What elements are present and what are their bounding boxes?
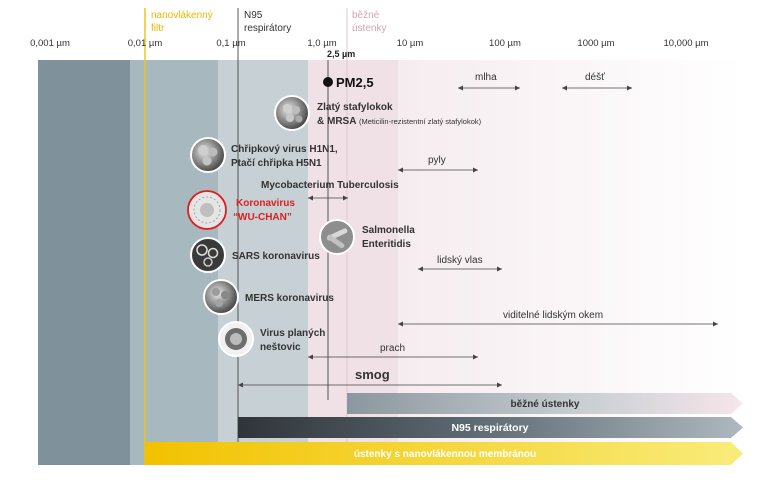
vlas-label: lidský vlas [437, 255, 483, 266]
common-label-line1: běžné [352, 10, 380, 21]
influenza-label-line2: Ptačí chřipka H5N1 [231, 158, 322, 169]
staphylococcus-label-group: & MRSA [317, 116, 356, 127]
range-arrowheads [238, 85, 718, 388]
n95-bar [238, 417, 743, 438]
scale-tick-label: 0,01 µm [128, 38, 163, 49]
coronavirus-icon [187, 190, 227, 230]
mers-label: MERS koronavirus [245, 293, 334, 304]
nanofiber-bar [145, 442, 743, 465]
influenza-virus-icon [190, 137, 226, 173]
salmonella-icon [319, 219, 355, 255]
smog-label: smog [355, 367, 390, 382]
chickenpox-label-line2: neštovic [260, 342, 301, 353]
scale-tick-label: 0,001 µm [30, 38, 70, 49]
size-scale: 0,001 µm 0,01 µm 0,1 µm 1,0 µm 10 µm 100 µm 10… [30, 38, 709, 49]
salmonella-label-line1: Salmonella [362, 225, 415, 236]
n95-bar-label: N95 respirátory [451, 422, 528, 434]
coronavirus-label-line1: Koronavirus [236, 198, 295, 209]
mers-virus-icon [203, 279, 239, 315]
nanofiber-bar-label: ústenky s nanovlákennou membránou [354, 449, 536, 460]
nanofiber-label-line1: nanovlákenný [151, 10, 213, 21]
tb-label: Mycobacterium Tuberculosis [261, 180, 399, 191]
dest-label: déšť [585, 72, 605, 83]
oko-label: viditelné lidským okem [503, 310, 603, 321]
chickenpox-virus-icon [218, 321, 254, 357]
chickenpox-label-line1: Virus planých [260, 328, 325, 339]
nanofiber-label-line2: filtr [151, 23, 165, 34]
scale-tick-label: 1,0 µm [307, 38, 336, 49]
pm25-label: PM2,5 [336, 75, 374, 90]
pm25-dot [323, 77, 333, 87]
pyly-label: pyly [428, 155, 446, 166]
pm25-size-label: 2,5 µm [327, 49, 355, 59]
scale-tick-label: 100 µm [489, 38, 521, 49]
mlha-label: mlha [475, 72, 497, 83]
common-label-line2: ústenky [352, 23, 386, 34]
prach-label: prach [380, 343, 405, 354]
zone-0001 [38, 60, 130, 465]
common-masks-bar-label: běžné ústenky [511, 399, 580, 410]
staphylococcus-label-line1: Zlatý stafylokok [317, 102, 393, 113]
sars-label: SARS koronavirus [232, 251, 320, 262]
scale-tick-label: 10,000 µm [663, 38, 708, 49]
n95-label-line1: N95 [244, 10, 263, 21]
influenza-label-line1: Chřipkový virus H1N1, [231, 144, 338, 155]
staphylococcus-note: (Meticilin-rezistentní zlatý stafylokok) [359, 117, 482, 126]
scale-tick-label: 1000 µm [577, 38, 614, 49]
scale-tick-label: 0,1 µm [216, 38, 245, 49]
sars-virus-icon [190, 237, 226, 273]
scale-tick-label: 10 µm [397, 38, 424, 49]
coronavirus-label-line2: “WU-CHAN” [233, 212, 292, 223]
staphylococcus-icon [274, 95, 310, 131]
salmonella-label-line2: Enteritidis [362, 239, 411, 250]
staphylococcus-label-line2: & MRSA [317, 116, 356, 127]
range-arrows [238, 87, 718, 386]
common-masks-bar [347, 393, 743, 414]
n95-label-line2: respirátory [244, 23, 291, 34]
